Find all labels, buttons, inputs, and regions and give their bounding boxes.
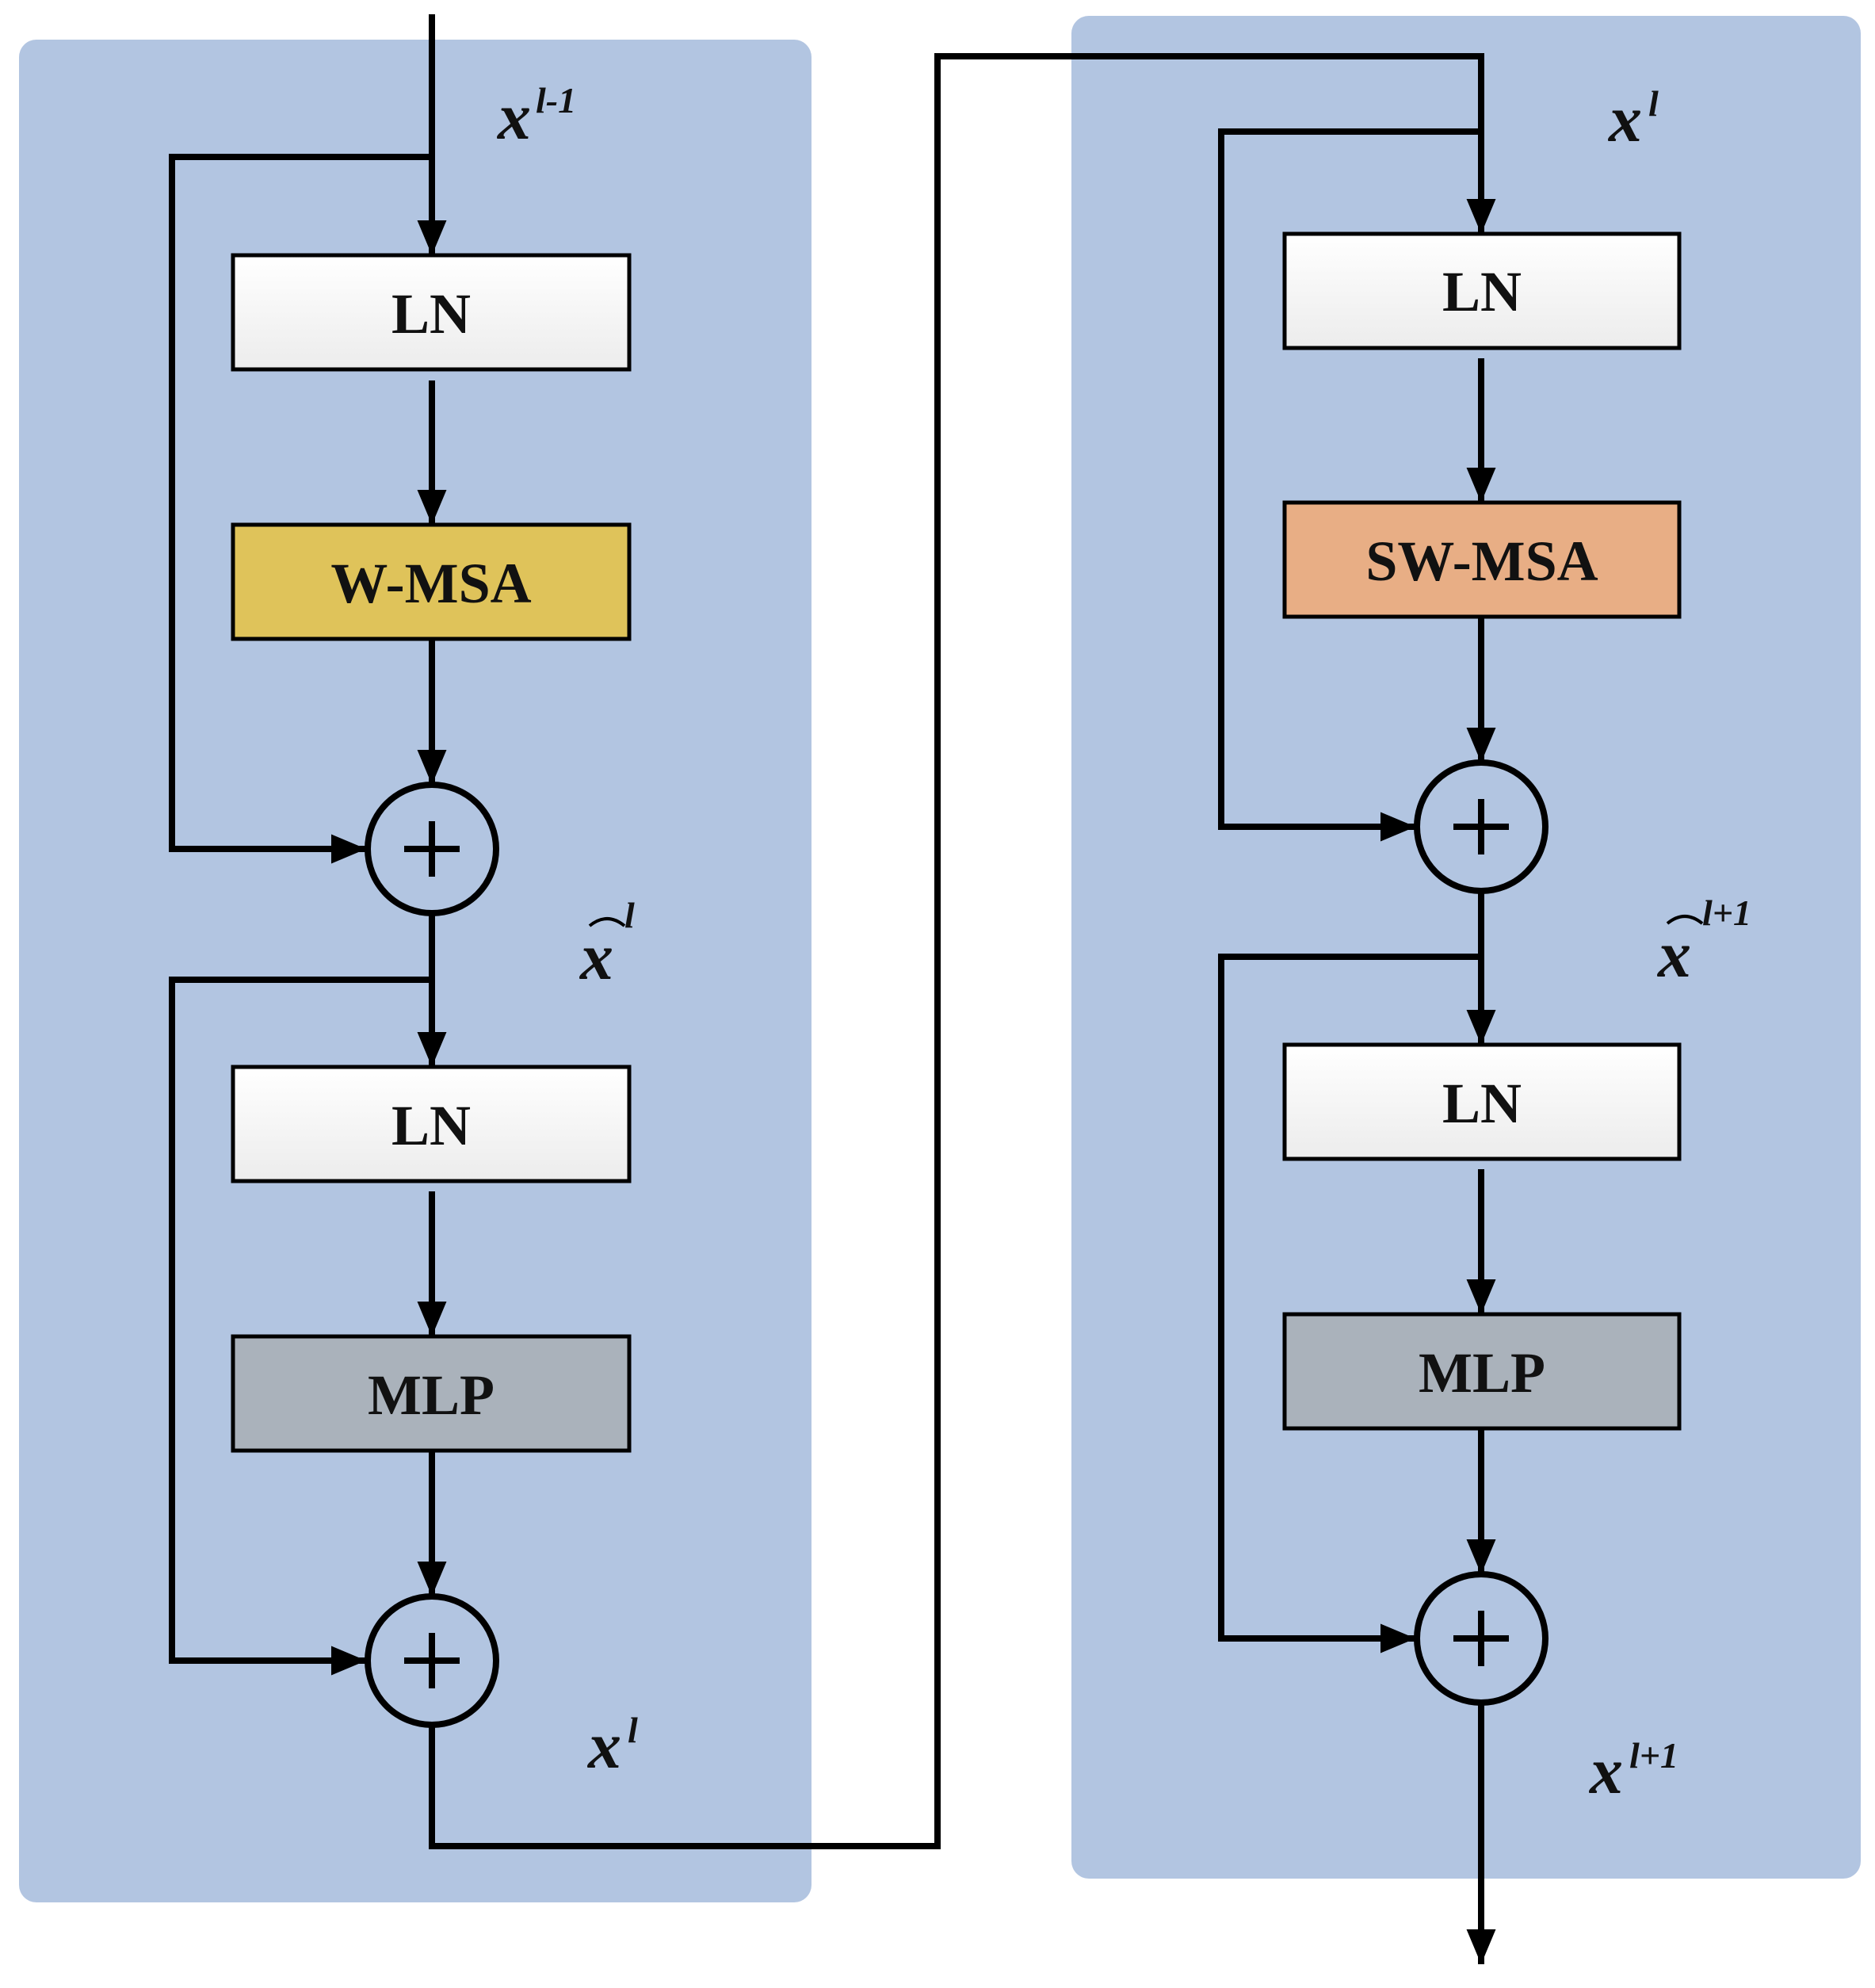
right-mlp-box: [1282, 1312, 1682, 1431]
right-residual-2: [1218, 954, 1481, 1653]
left-wmsa-label: W-MSA: [330, 552, 531, 615]
svg-text:x: x: [1588, 1734, 1623, 1808]
right-input-var: x l: [1607, 82, 1659, 156]
left-input-var: x l-1: [496, 80, 576, 154]
plus-circle-icon: [1414, 759, 1548, 894]
svg-text:x: x: [579, 920, 613, 994]
right-ln1-label: LN: [1442, 260, 1522, 323]
right-intermediate-var: x l+1: [1656, 893, 1751, 992]
left-mlp-label: MLP: [368, 1363, 495, 1427]
right-block: [1218, 128, 1496, 1964]
block-connector: [429, 53, 1496, 1849]
hat-icon: [1666, 915, 1704, 925]
svg-text:l+1: l+1: [1629, 1735, 1678, 1776]
plus-circle-icon: [365, 1593, 499, 1728]
left-residual-2: [169, 977, 432, 1676]
right-ln2-box: [1282, 1042, 1682, 1161]
svg-text:x: x: [586, 1709, 621, 1783]
left-intermediate-var: x l: [579, 895, 635, 994]
left-output-var: x l: [586, 1709, 638, 1783]
left-ln2-box: [231, 1065, 632, 1183]
left-ln1-box: [231, 253, 632, 372]
plus-circle-icon: [1414, 1571, 1548, 1706]
svg-text:l+1: l+1: [1702, 893, 1751, 933]
left-residual-1: [169, 154, 432, 864]
svg-text:x: x: [1656, 918, 1691, 992]
left-wmsa-box: [231, 522, 632, 641]
right-output-var: x l+1: [1588, 1734, 1678, 1808]
right-residual-1: [1218, 128, 1481, 842]
right-swmsa-label: SW-MSA: [1365, 529, 1598, 593]
svg-text:x: x: [1607, 82, 1642, 156]
svg-text:l: l: [628, 1710, 638, 1750]
svg-text:x: x: [496, 80, 531, 154]
left-ln1-label: LN: [391, 282, 471, 346]
svg-text:l: l: [624, 895, 635, 935]
left-mlp-box: [231, 1334, 632, 1453]
right-ln1-box: [1282, 231, 1682, 350]
right-swmsa-box: [1282, 500, 1682, 619]
left-block: [169, 14, 1496, 1849]
right-ln2-label: LN: [1442, 1072, 1522, 1135]
svg-text:l: l: [1648, 83, 1659, 124]
left-ln2-label: LN: [391, 1094, 471, 1157]
svg-text:l-1: l-1: [536, 80, 576, 120]
hat-icon: [588, 917, 626, 927]
plus-circle-icon: [365, 782, 499, 916]
right-mlp-label: MLP: [1419, 1341, 1545, 1405]
